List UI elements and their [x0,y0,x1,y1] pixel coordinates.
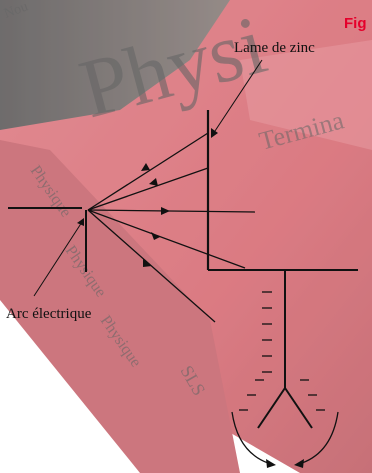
figure-tag: Fig [344,15,367,32]
label-zinc-plate: Lame de zinc [234,40,315,56]
label-electric-arc: Arc électrique [6,306,92,322]
